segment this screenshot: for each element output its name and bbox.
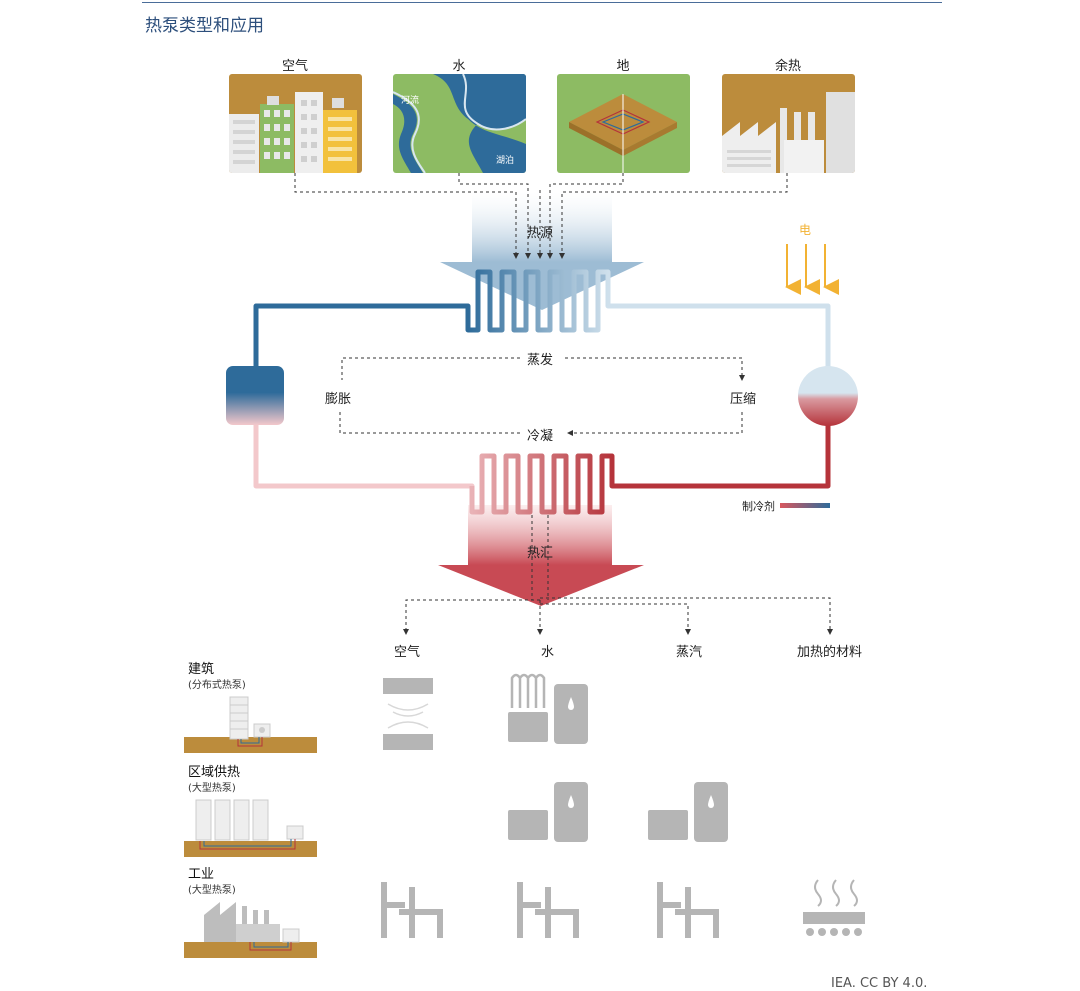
evaporation-label: 蒸发 (527, 353, 554, 368)
air-output-icon (383, 678, 433, 750)
evaporator-coil (465, 269, 611, 333)
district-water-icon (508, 782, 588, 842)
lake-label: 湖泊 (496, 155, 514, 166)
refrigerant-label: 制冷剂 (742, 500, 775, 513)
radiator-tank-icon (508, 673, 588, 744)
district-steam-icon (648, 782, 728, 842)
river-label: 河流 (401, 94, 419, 106)
expansion-label: 膨胀 (325, 392, 352, 407)
source-label-water: 水 (452, 59, 466, 74)
app-note-industry: (大型热泵) (188, 885, 236, 896)
app-name-district-heating: 区域供热 (188, 765, 241, 780)
water-source-icon: 河流 湖泊 (393, 74, 526, 173)
output-label-heated-material: 加热的材料 (797, 645, 863, 660)
heat-source-label: 热源 (527, 226, 554, 241)
heat-source-arrow (440, 192, 644, 310)
condenser-coil (469, 453, 615, 515)
expansion-valve-icon (226, 366, 284, 425)
page-title: 热泵类型和应用 (145, 16, 264, 36)
cycle-loop (339, 357, 745, 436)
electricity-label: 电 (799, 223, 812, 237)
waste-heat-icon (722, 74, 855, 173)
source-label-air: 空气 (281, 59, 308, 74)
footer-credit: IEA. CC BY 4.0. (831, 976, 928, 991)
source-label-waste-heat: 余热 (774, 59, 801, 74)
app-note-buildings: (分布式热泵) (188, 680, 246, 691)
source-flow-lines (294, 173, 788, 259)
building-app-icon (184, 696, 317, 753)
heated-material-icon (803, 879, 865, 936)
output-label-water: 水 (541, 645, 555, 660)
electricity-arrows (785, 244, 839, 295)
ground-source-icon (557, 74, 690, 173)
condensation-label: 冷凝 (527, 429, 554, 444)
app-note-district-heating: (大型热泵) (188, 783, 236, 794)
top-rule (142, 2, 942, 3)
heat-sink-label: 热汇 (527, 546, 554, 561)
app-name-buildings: 建筑 (188, 662, 215, 677)
output-label-air: 空气 (394, 645, 421, 660)
industry-process-icons (381, 882, 719, 938)
source-label-ground: 地 (616, 59, 630, 74)
app-name-industry: 工业 (188, 867, 215, 882)
compression-label: 压缩 (730, 392, 757, 407)
refrigerant-legend-bar (780, 503, 830, 508)
district-heating-app-icon (184, 799, 317, 857)
output-flow-lines (403, 515, 833, 635)
air-source-icon (229, 74, 362, 173)
output-label-steam: 蒸汽 (676, 645, 703, 660)
industry-app-icon (184, 902, 317, 958)
compressor-icon (798, 366, 858, 426)
